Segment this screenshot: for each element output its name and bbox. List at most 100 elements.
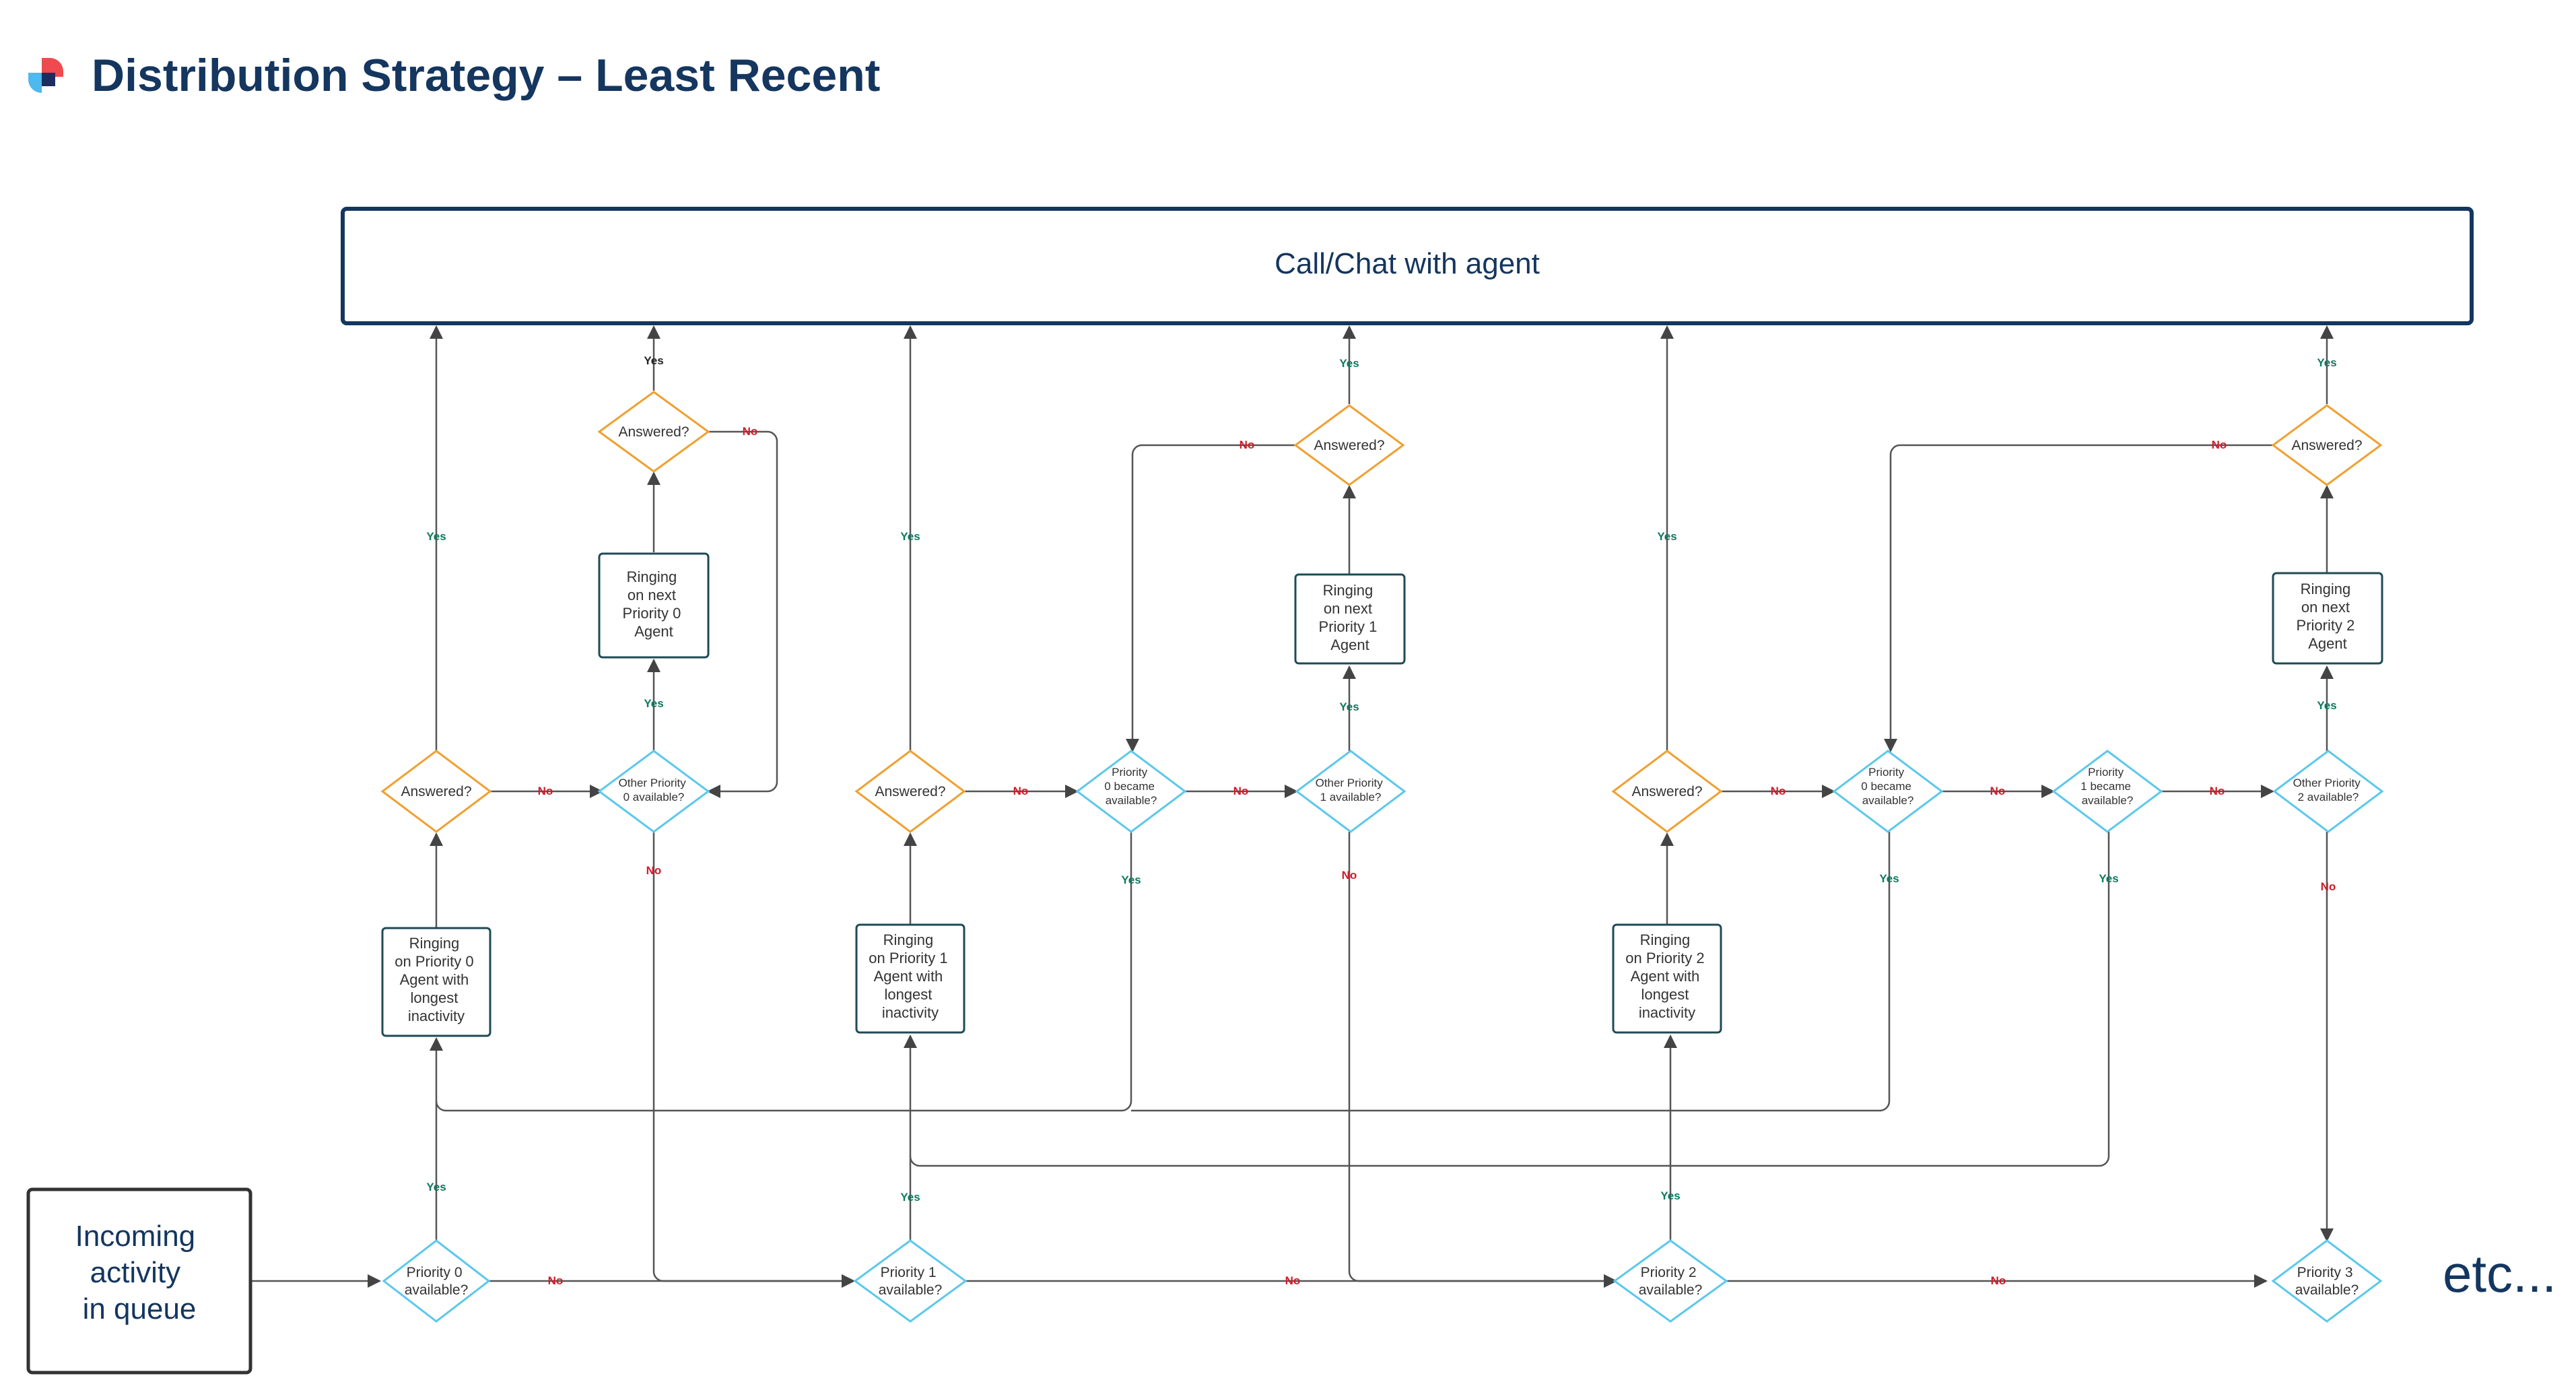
diagram-label: Answered? <box>1631 784 1702 799</box>
ring-priority-1-box <box>855 923 965 1034</box>
diagram-label: No <box>1342 869 1357 882</box>
etc-label: etc... <box>2443 1244 2556 1303</box>
diagram-label: Agent with <box>1631 968 1700 985</box>
no-labels: No No No No No No No No No No No No No N… <box>538 425 2336 1287</box>
answered-diamond-next-p0 <box>597 391 710 473</box>
diagram-label: Priority 1 <box>881 1265 937 1280</box>
incoming-line-2: activity <box>90 1256 180 1289</box>
incoming-line-3: in queue <box>83 1292 197 1325</box>
diagram-label: available? <box>2295 1282 2359 1298</box>
diagram-label: 0 available? <box>623 791 685 803</box>
diagram-label: Priority 2 <box>2297 617 2355 634</box>
diagram-label: Priority 0 <box>623 605 681 622</box>
diagram-label: Yes <box>2099 872 2118 885</box>
diagram-label: 1 became <box>2080 780 2131 793</box>
diagram-label: Yes <box>1339 700 1359 713</box>
answered-diamond-ring-p2 <box>1611 750 1723 833</box>
diagram-label: Yes <box>900 530 920 543</box>
diagram-label: Yes <box>1121 874 1141 886</box>
connector <box>909 832 2110 1167</box>
diagram-label: Yes <box>426 1181 446 1193</box>
diagram-label: inactivity <box>1639 1004 1695 1021</box>
connector <box>435 832 1132 1112</box>
diagram-label: inactivity <box>408 1008 465 1024</box>
diagram-label: on Priority 2 <box>1625 950 1704 966</box>
other-priority-2-available-diamond <box>2272 750 2384 833</box>
diagram-label: Ringing <box>1323 582 1374 599</box>
diagram-label: Other Priority 1 available? <box>1316 777 1386 803</box>
diagram-label: Priority 0 became available? <box>1104 766 1157 807</box>
diagram-label: longest <box>410 989 458 1006</box>
diagram-label: Yes <box>1657 530 1676 543</box>
diagram-label: available? <box>1639 1282 1703 1298</box>
priority-0-became-available-diamond-2 <box>1832 750 1944 833</box>
app-logo-icon <box>28 58 63 93</box>
diagram-label: Priority 0 <box>407 1265 463 1280</box>
diagram-label: Yes <box>426 530 446 543</box>
answered-diamond-ring-p0 <box>380 750 492 833</box>
diagram-label: No <box>1771 785 1786 797</box>
diagram-label: Ringing <box>883 931 934 948</box>
diagram-label: Priority 0 became available? <box>1861 766 1914 807</box>
diagram-label: Ringing on Priority 1 Agent with longest… <box>869 931 952 1021</box>
diagram-label: Priority 1 became available? <box>2080 766 2134 807</box>
diagram-label: Yes <box>1339 357 1359 370</box>
diagram-label: Priority <box>1112 766 1147 779</box>
diagram-label: available? <box>879 1282 943 1298</box>
diagram-label: available? <box>405 1282 469 1298</box>
diagram-label: longest <box>884 986 932 1003</box>
call-chat-label: Call/Chat with agent <box>1275 247 1540 280</box>
next-priority-2-agent-box <box>2272 572 2383 665</box>
next-priority-1-agent-box <box>1294 573 1406 665</box>
answered-diamonds <box>380 391 2383 833</box>
diagram-label: Answered? <box>618 424 689 440</box>
diagram-label: Yes <box>1879 872 1899 885</box>
answered-diamond-next-p1 <box>1293 404 1405 486</box>
diagram-label: 1 available? <box>1320 791 1382 803</box>
diagram-label: No <box>646 864 662 877</box>
diagram-label: Priority 1 available? <box>879 1265 943 1298</box>
diagram-label: inactivity <box>882 1004 939 1021</box>
connector <box>1884 444 2273 752</box>
diagram-label: No <box>548 1274 564 1287</box>
other-priority-1-available-diamond <box>1295 750 1406 833</box>
diagram-label: Ringing on next Priority 0 Agent <box>623 568 685 640</box>
diagram-label: Yes <box>1660 1189 1680 1202</box>
diagram-label: on next <box>1324 600 1372 617</box>
connector <box>1348 832 1617 1288</box>
diagram-label: Other Priority <box>619 777 687 789</box>
diagram-label: on Priority 1 <box>869 950 947 966</box>
priority-1-available-diamond <box>853 1239 968 1323</box>
diagram-label: on Priority 0 <box>395 953 473 970</box>
yes-labels: Yes Yes Yes Yes Yes Yes Yes Yes Yes Yes … <box>426 354 2336 1204</box>
priority-3-available-diamond <box>2271 1239 2383 1323</box>
diagram-label: Yes <box>900 1191 920 1204</box>
diagram-label: No <box>2321 880 2336 893</box>
diagram-label: Ringing <box>2301 581 2351 597</box>
diagram-label: No <box>1285 1274 1301 1287</box>
connector <box>1126 444 1295 752</box>
diagram-label: Priority 3 available? <box>2295 1265 2359 1298</box>
diagram-label: Other Priority 2 available? <box>2293 777 2364 803</box>
ring-priority-2-box <box>1612 923 1722 1034</box>
priority-0-became-available-diamond <box>1075 750 1187 833</box>
diagram-label: Ringing on Priority 2 Agent with longest… <box>1625 931 1709 1021</box>
answered-diamond-next-p2 <box>2271 404 2383 486</box>
diagram-label: available? <box>1106 794 1157 807</box>
diagram-label: Answered? <box>2291 438 2362 453</box>
diagram-label: Yes <box>644 697 663 710</box>
priority-1-became-available-diamond <box>2052 750 2163 833</box>
incoming-activity-box <box>26 1187 252 1375</box>
availability-diamonds <box>382 750 2384 1323</box>
incoming-activity-label: Incoming activity in queue <box>75 1220 204 1325</box>
diagram-label: Ringing on next Priority 2 Agent <box>2297 581 2359 652</box>
page-title: Distribution Strategy – Least Recent <box>92 50 881 101</box>
diagram-label: available? <box>2082 794 2134 807</box>
diagram-label: No <box>538 785 553 797</box>
diagram-label: Agent with <box>874 968 943 985</box>
diagram-label: on next <box>2301 599 2350 616</box>
diagram-label: No <box>2212 438 2227 451</box>
connectors <box>250 325 2334 1288</box>
diagram-label: Yes <box>2317 356 2336 369</box>
